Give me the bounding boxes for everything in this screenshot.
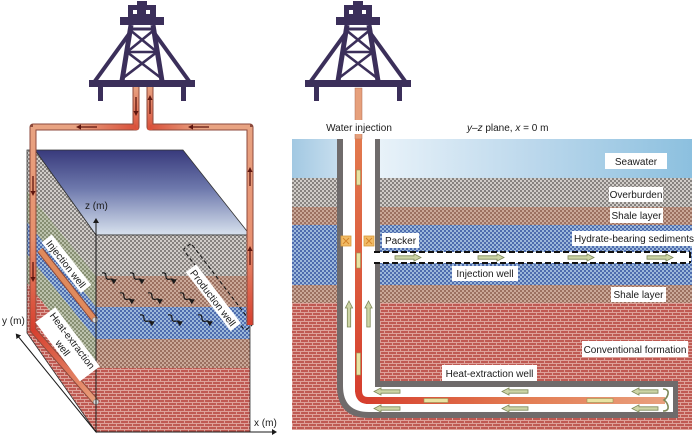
y-axis-label: y (m) (2, 316, 25, 327)
water-flow-arrows (344, 253, 674, 413)
label-text: Injection well (456, 269, 513, 280)
plane-dash: – (472, 123, 478, 134)
water-injection-label: Water injection (326, 123, 392, 134)
label-background (35, 307, 100, 382)
side-layer-overburden (27, 150, 96, 276)
front-layer-conventional (96, 368, 250, 432)
axes: z (m) y (m) x (m) (2, 201, 277, 435)
label-text: Conventional formation (584, 345, 687, 356)
pipe-flow-arrows (30, 95, 253, 282)
label-text: Hydrate-bearing sediments (574, 234, 694, 245)
label-background (41, 234, 92, 293)
plane-text: plane, (483, 123, 516, 134)
tube-horizontal-section (366, 397, 665, 404)
label-shale-layer-upper: Shale layer (610, 208, 663, 223)
front-layer-shale-lower (96, 339, 250, 368)
label-text: Overburden (610, 190, 663, 201)
derrick-left-icon (89, 1, 195, 101)
plane-label: y–z plane, x = 0 m (466, 123, 548, 134)
label-text: Shale layer (613, 290, 664, 301)
tube-centralizers (356, 169, 614, 403)
packers (340, 235, 375, 247)
plane-var-y: y (466, 123, 473, 134)
injection-well-tube (38, 248, 97, 322)
y-axis (15, 333, 97, 433)
label-text: Seawater (615, 157, 658, 168)
label-seawater: Seawater (605, 153, 667, 169)
water-injection-label-bg (324, 120, 394, 134)
z-axis-label: z (m) (85, 201, 108, 212)
label-packer: Packer (382, 233, 419, 248)
label-background (185, 264, 241, 332)
label-text: Packer (385, 236, 417, 247)
layer-shale-upper (292, 207, 692, 225)
label-conventional-formation: Conventional formation (582, 341, 688, 357)
derrick-right-icon (305, 1, 411, 101)
injection-lateral-bore (374, 252, 691, 263)
right-panel-cross-section: Water injection y–z plane, x = 0 m Seawa… (292, 1, 696, 430)
centralizer (356, 169, 361, 186)
layer-shale-lower (292, 285, 692, 303)
label-overburden: Overburden (609, 187, 663, 202)
label-heat-extraction-well-right: Heat-extraction well (442, 365, 537, 381)
label-hydrate-bearing-sediments: Hydrate-bearing sediments (572, 231, 696, 246)
centralizer (356, 352, 361, 376)
x-axis-label: x (m) (254, 418, 277, 429)
centralizer (423, 398, 449, 403)
plane-var-z: z (477, 123, 483, 134)
label-shale-layer-lower: Shale layer (611, 287, 666, 302)
centralizer (356, 252, 361, 269)
flow-turnaround-icon (662, 388, 669, 412)
centralizer (586, 398, 614, 403)
left-panel-3d-block: z (m) y (m) x (m) Injection well Heat-ex… (2, 1, 277, 435)
packer-right-icon (363, 235, 375, 247)
injection-well-end-cap (92, 317, 98, 323)
label-text: Heat-extraction well (446, 369, 534, 380)
label-injection-well-right: Injection well (452, 266, 518, 281)
injection-well-lateral (374, 251, 691, 264)
block-front-face (95, 234, 251, 433)
heat-extraction-well-tube (31, 328, 98, 404)
plane-value: = 0 m (520, 123, 548, 134)
plane-var-x: x (514, 123, 521, 134)
packer-left-icon (340, 235, 352, 247)
front-layer-overburden (96, 235, 250, 276)
label-text: Shale layer (611, 211, 662, 222)
